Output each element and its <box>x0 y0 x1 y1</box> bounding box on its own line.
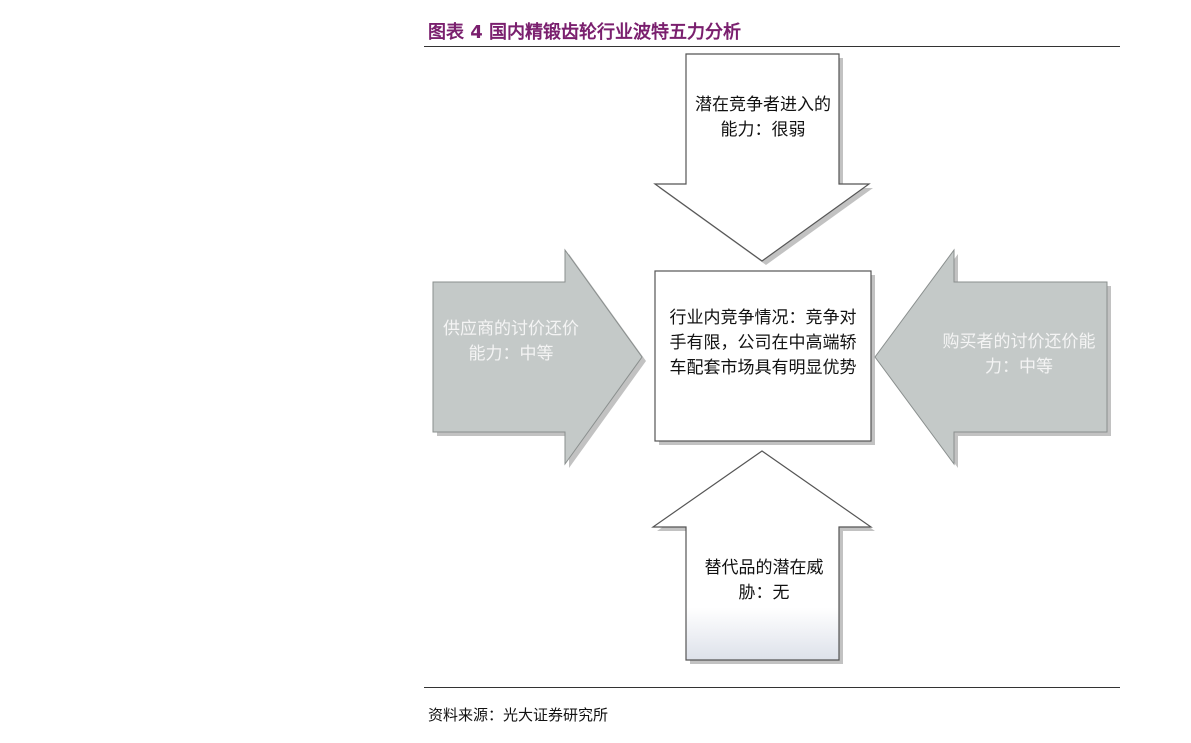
source-note: 资料来源：光大证券研究所 <box>428 706 609 724</box>
new-entrants-label: 潜在竞争者进入的能力：很弱 <box>695 95 831 140</box>
new-entrants-arrow <box>653 53 873 265</box>
buyers-arrow <box>874 248 1111 468</box>
suppliers-arrow <box>432 248 646 468</box>
figure-title: 图表 4 国内精锻齿轮行业波特五力分析 <box>428 22 742 43</box>
title-rule <box>424 46 1120 47</box>
rivalry-label: 行业内竞争情况：竞争对手有限，公司在中高端轿车配套市场具有明显优势 <box>669 308 857 378</box>
substitutes-label: 替代品的潜在威胁：无 <box>704 558 824 603</box>
rivalry-box <box>654 270 875 445</box>
suppliers-label: 供应商的讨价还价能力：中等 <box>443 319 579 364</box>
buyers-label: 购买者的讨价还价能力：中等 <box>942 332 1096 377</box>
substitutes-arrow <box>651 450 875 664</box>
source-rule <box>424 687 1120 688</box>
